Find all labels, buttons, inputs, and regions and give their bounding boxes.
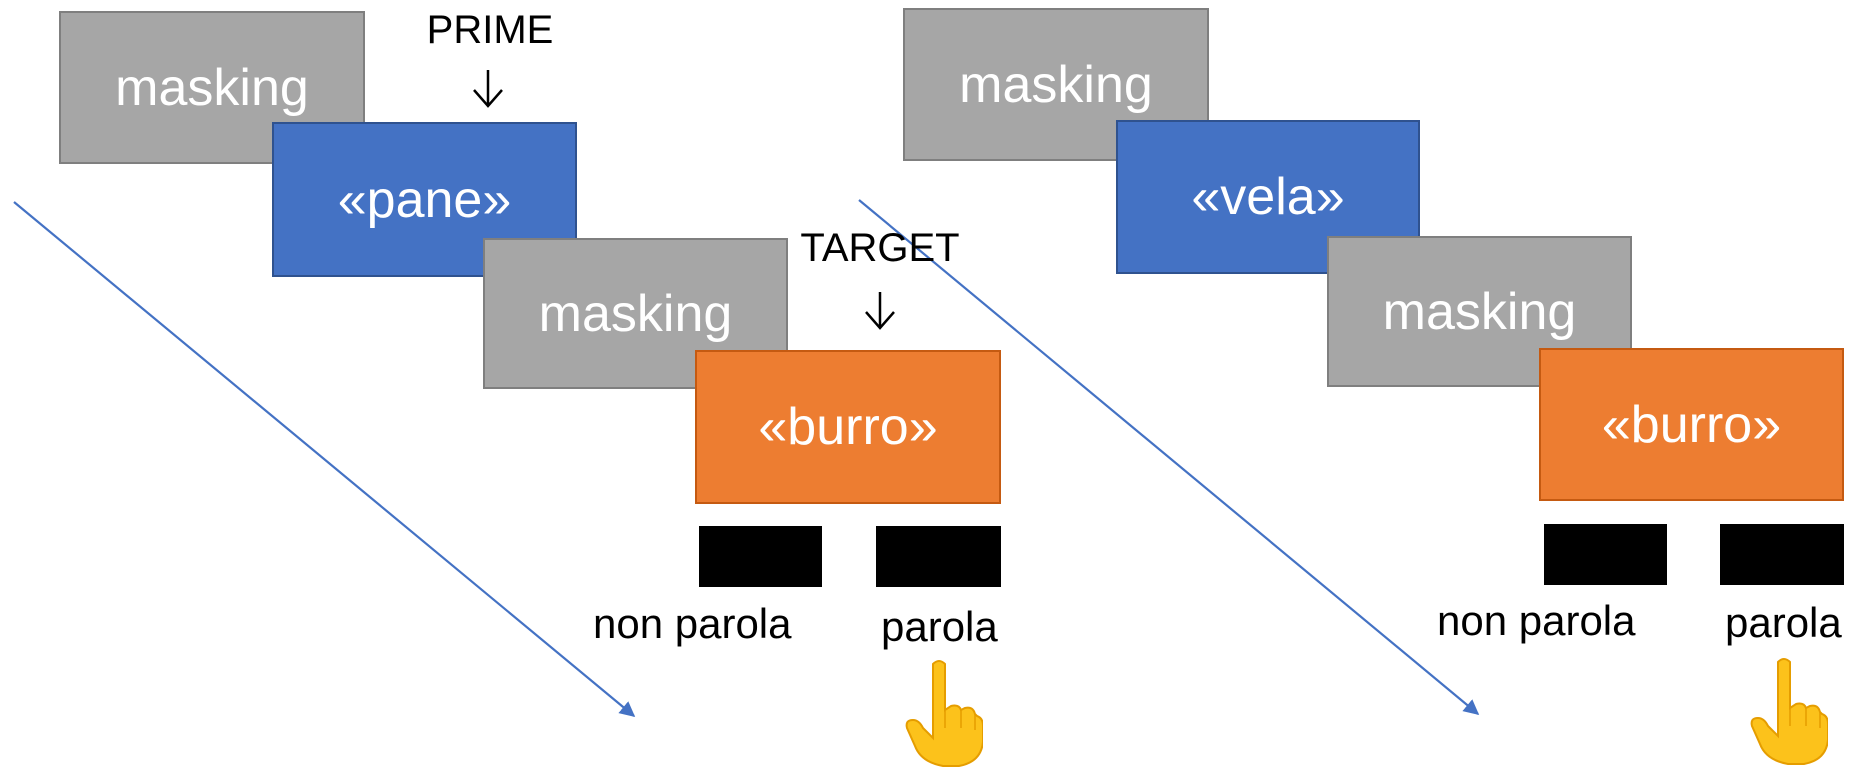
word-response-label: parola bbox=[1725, 599, 1842, 646]
nonword-response-label: non parola bbox=[593, 600, 792, 647]
time-arrow-left-icon bbox=[13, 201, 636, 717]
mask2-label: masking bbox=[538, 284, 733, 343]
down-arrow-icon bbox=[865, 292, 895, 330]
mask2-box: masking bbox=[1327, 236, 1632, 387]
nonword-response-label: non parola bbox=[1437, 597, 1636, 644]
pointing-hand-icon bbox=[905, 660, 983, 767]
nonword-key[interactable] bbox=[699, 526, 822, 587]
word-response-label: parola bbox=[881, 603, 998, 650]
pointing-hand-icon bbox=[1750, 658, 1828, 765]
target-box: «burro» bbox=[1539, 348, 1844, 501]
word-key[interactable] bbox=[1720, 524, 1844, 585]
prime-label: PRIME bbox=[426, 8, 554, 52]
time-arrow-right-icon bbox=[858, 199, 1480, 715]
word-key[interactable] bbox=[876, 526, 1001, 587]
prime-word: «vela» bbox=[1191, 168, 1345, 226]
nonword-key[interactable] bbox=[1544, 524, 1667, 585]
target-label: TARGET bbox=[800, 226, 960, 270]
prime-box: «pane» bbox=[272, 122, 577, 277]
mask2-label: masking bbox=[1382, 282, 1577, 341]
target-word: «burro» bbox=[1601, 395, 1782, 454]
mask1-label: masking bbox=[959, 55, 1153, 114]
target-box: «burro» bbox=[695, 350, 1001, 504]
mask1-box: masking bbox=[903, 8, 1209, 161]
down-arrow-icon bbox=[473, 70, 503, 108]
target-word: «burro» bbox=[758, 398, 938, 456]
prime-word: «pane» bbox=[337, 170, 512, 229]
mask1-label: masking bbox=[115, 58, 309, 117]
